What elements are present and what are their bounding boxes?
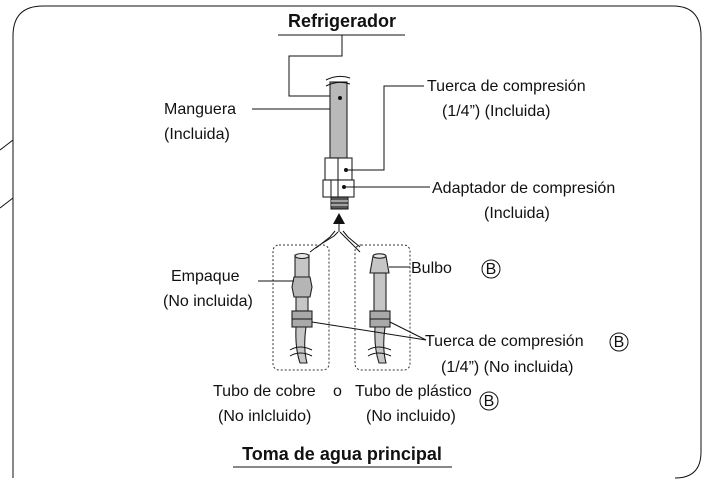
tuerca-bottom-label: Tuerca de compresión [425,333,584,350]
hose [329,81,348,159]
tuerca-bottom-leader-1 [311,321,427,341]
tubo-plastico-label: Tubo de plástico [355,383,472,400]
empaque-label: Empaque [171,268,240,285]
tubo-cobre-note: (No inlcluido) [218,408,311,425]
tuerca-top-note: (1/4”) (Incluida) [442,103,550,120]
marker-b-letter: B [484,393,495,410]
tubo-plastico-note: (No incluido) [366,408,456,425]
marker-b-letter: B [614,334,625,351]
copper-tube [289,252,313,364]
tubo-cobre-label: Tubo de cobre [213,383,316,400]
marker-b-icon [609,332,629,352]
fork-right [339,231,361,253]
frame-border [12,5,702,479]
hose-break-marks [325,75,351,87]
marker-b-icon [479,391,499,411]
manguera-note: (Incluida) [164,126,230,143]
marker-b-letter: B [486,261,497,278]
tuerca-top-leader [346,85,424,171]
adaptador-label: Adaptador de compresión [432,180,615,197]
copper-tube-box [272,244,330,371]
tuerca-bottom-leader-2 [389,321,427,341]
hose-leader [288,35,343,97]
arrow-up-icon [333,213,345,224]
fork-left [309,231,339,253]
water-supply-title: Toma de agua principal [242,444,442,464]
plastic-tube [367,253,392,364]
page-tab [0,139,14,209]
adaptador-note: (Incluida) [484,205,550,222]
plastic-tube-box [354,244,411,371]
conjunction-o: o [333,383,342,400]
bulbo-label: Bulbo [411,260,452,277]
tuerca-bottom-note: (1/4”) (No incluida) [441,359,573,376]
empaque-note: (No incluida) [163,293,253,310]
refrigerator-title: Refrigerador [288,11,396,31]
threaded-fitting [330,196,349,210]
marker-b-icon [481,259,501,279]
hose-dot [338,96,342,100]
manguera-label: Manguera [164,101,236,118]
adapter-dot [342,185,346,189]
tuerca-top-label: Tuerca de compresión [427,78,586,95]
